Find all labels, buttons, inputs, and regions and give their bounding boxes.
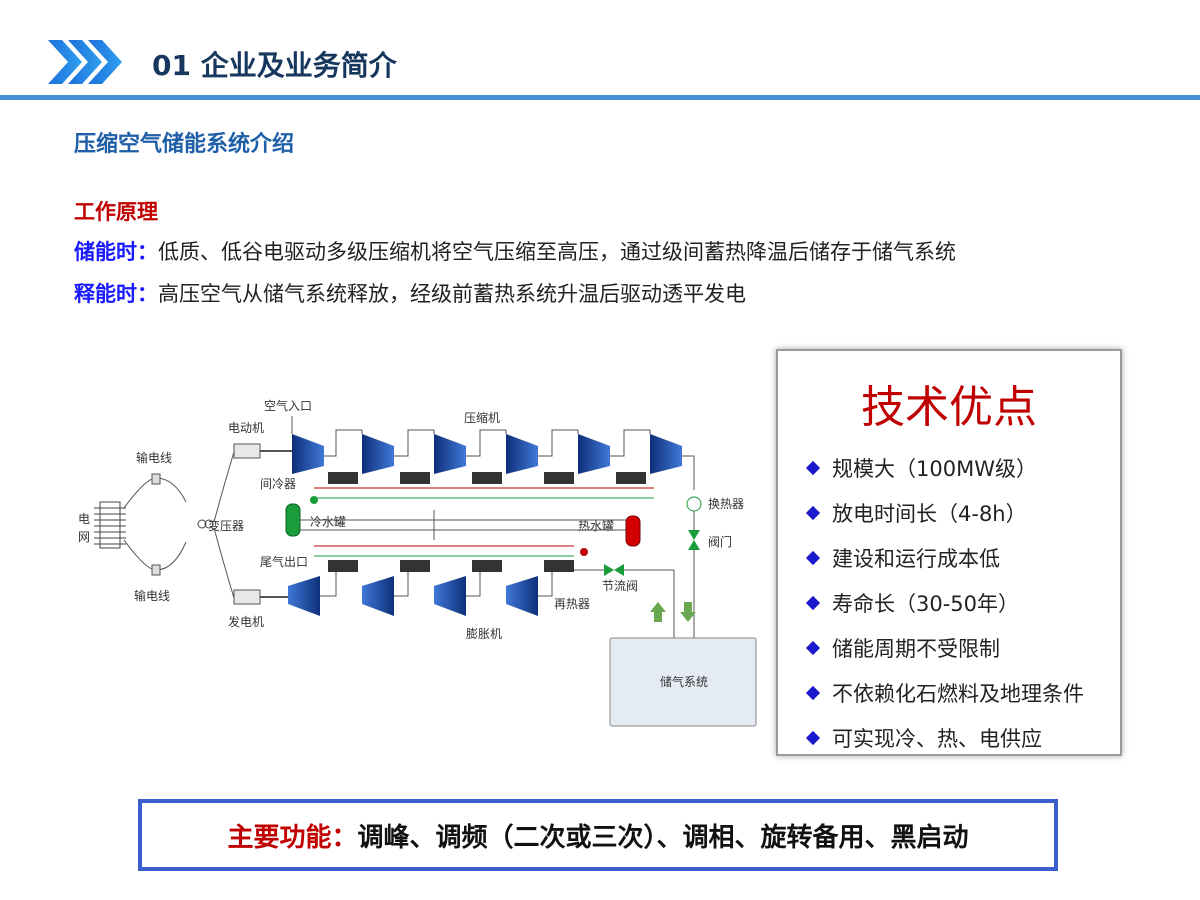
advantage-text: 规模大（100MW级）	[832, 456, 1037, 481]
page-title: 01 企业及业务简介	[152, 49, 397, 82]
generator	[233, 589, 261, 605]
motor	[233, 443, 261, 459]
grid-label-2: 网	[78, 530, 90, 544]
expander-row	[288, 572, 553, 616]
charge-text: 低质、低谷电驱动多级压缩机将空气压缩至高压，通过级间蓄热降温后储存于储气系统	[158, 240, 956, 264]
diamond-bullet-icon	[805, 505, 821, 520]
diamond-bullet-icon	[805, 595, 821, 610]
advantage-text: 可实现冷、热、电供应	[832, 726, 1042, 751]
advantage-text: 建设和运行成本低	[832, 546, 1000, 571]
line-bottom-label: 输电线	[134, 588, 170, 603]
charge-label: 储能时：	[74, 240, 158, 264]
line-top-label: 输电线	[136, 450, 172, 465]
expander-label: 膨胀机	[466, 627, 502, 641]
advantages-list: 规模大（100MW级） 放电时间长（4-8h） 建设和运行成本低 寿命长（30-…	[804, 445, 1084, 760]
cold-tank-label: 冷水罐	[310, 515, 346, 529]
header-divider	[0, 95, 1200, 100]
list-item: 可实现冷、热、电供应	[804, 715, 1084, 760]
charge-description: 储能时：低质、低谷电驱动多级压缩机将空气压缩至高压，通过级间蓄热降温后储存于储气…	[74, 236, 956, 266]
main-function-box: 主要功能：调峰、调频（二次或三次）、调相、旋转备用、黑启动	[138, 799, 1058, 871]
compressor-row	[291, 416, 695, 490]
cold-tank	[285, 503, 301, 537]
diamond-bullet-icon	[805, 730, 821, 745]
diamond-bullet-icon	[805, 640, 821, 655]
main-function-label: 主要功能：	[227, 822, 358, 853]
motor-label: 电动机	[228, 421, 264, 435]
air-inlet-label: 空气入口	[264, 398, 312, 413]
reheater-label: 再热器	[554, 597, 590, 611]
list-item: 建设和运行成本低	[804, 535, 1084, 580]
diamond-bullet-icon	[805, 685, 821, 700]
advantage-text: 储能周期不受限制	[832, 636, 1000, 661]
list-item: 不依赖化石燃料及地理条件	[804, 670, 1084, 715]
diamond-bullet-icon	[805, 460, 821, 475]
hot-tank-label: 热水罐	[578, 519, 614, 533]
arrow-up-icon	[650, 602, 666, 622]
caes-system-diagram: 电 网 输电线 输电线 变压器 电动机 发电机 空气入口 压缩机 间冷器	[78, 398, 757, 727]
compressor-label: 压缩机	[464, 410, 500, 425]
principle-title: 工作原理	[74, 200, 158, 224]
generator-label: 发电机	[228, 614, 264, 629]
reheater-row	[328, 560, 574, 572]
insulator-upper	[151, 473, 161, 485]
list-item: 规模大（100MW级）	[804, 445, 1084, 490]
list-item: 放电时间长（4-8h）	[804, 490, 1084, 535]
list-item: 寿命长（30-50年）	[804, 580, 1084, 625]
advantages-title: 技术优点	[861, 382, 1037, 433]
transformer-label: 变压器	[208, 518, 244, 533]
triple-chevron-icon	[48, 40, 122, 84]
list-item: 储能周期不受限制	[804, 625, 1084, 670]
discharge-label: 释能时：	[74, 282, 158, 306]
valve-label: 阀门	[708, 534, 732, 549]
discharge-text: 高压空气从储气系统释放，经级前蓄热系统升温后驱动透平发电	[158, 282, 746, 306]
throttle-label: 节流阀	[602, 579, 638, 593]
advantage-text: 不依赖化石燃料及地理条件	[832, 681, 1084, 706]
advantage-text: 寿命长（30-50年）	[832, 591, 1020, 616]
discharge-description: 释能时：高压空气从储气系统释放，经级前蓄热系统升温后驱动透平发电	[74, 278, 746, 308]
advantage-text: 放电时间长（4-8h）	[832, 501, 1027, 526]
intercooler-row	[328, 472, 646, 484]
storage-tank	[609, 637, 757, 727]
section-title: 压缩空气储能系统介绍	[74, 132, 295, 157]
hot-tank	[625, 515, 641, 547]
grid-label-1: 电	[78, 512, 90, 526]
diamond-bullet-icon	[805, 550, 821, 565]
storage-label: 储气系统	[660, 674, 708, 689]
grid-coil	[94, 501, 126, 549]
advantages-panel: 技术优点 规模大（100MW级） 放电时间长（4-8h） 建设和运行成本低 寿命…	[776, 349, 1122, 756]
exhaust-label: 尾气出口	[260, 554, 308, 569]
main-function-text: 调峰、调频（二次或三次）、调相、旋转备用、黑启动	[357, 822, 969, 853]
arrow-down-icon	[680, 602, 696, 622]
intercooler-label: 间冷器	[260, 477, 296, 491]
insulator-lower	[151, 564, 161, 576]
heat-exchanger-label: 换热器	[708, 497, 744, 511]
